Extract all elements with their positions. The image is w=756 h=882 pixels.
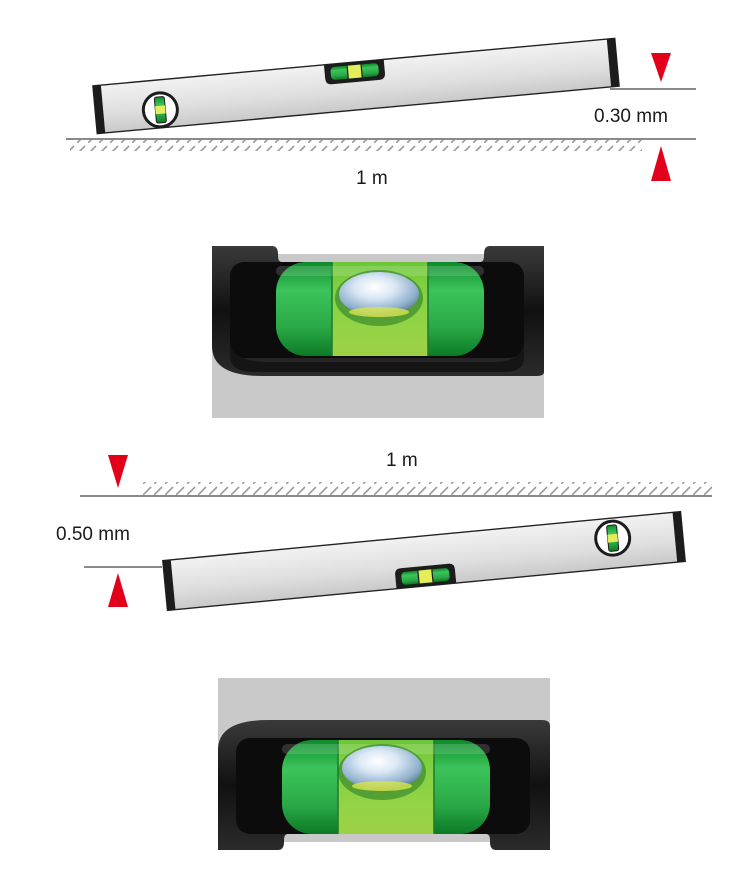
marker-arrow-down [651, 53, 671, 82]
horizontal-vial-window [395, 563, 457, 589]
vertical-vial [594, 519, 632, 557]
height-label-top: 0.30 mm [594, 106, 668, 127]
vial-closeup-bottom [218, 678, 550, 850]
vertical-vial [141, 91, 179, 129]
air-bubble-highlight [339, 272, 419, 316]
height-marker-bottom [84, 455, 162, 607]
distance-label-top: 1 m [356, 168, 388, 189]
diagram-top: 0.30 mm 1 m [66, 37, 696, 189]
vial-closeup-top [212, 246, 544, 418]
vial-closeup-glass-top [276, 262, 484, 356]
end-cap-left [92, 85, 106, 134]
height-label-bottom: 0.50 mm [56, 524, 130, 545]
height-marker-top [610, 53, 696, 181]
marker-arrow-down [108, 455, 128, 488]
marker-arrow-up [108, 573, 128, 607]
air-bubble-highlight [342, 746, 422, 790]
end-cap-left [162, 559, 176, 611]
vial-closeup-glass-bottom [282, 740, 490, 834]
horizontal-vial-window [323, 59, 386, 85]
end-cap-right [606, 38, 620, 87]
ground-surface-top [66, 138, 696, 151]
diagram-bottom: 1 m 0.50 mm [56, 450, 712, 612]
ground-surface-bottom [80, 482, 712, 497]
marker-arrow-up [651, 146, 671, 181]
spirit-level-top [92, 37, 620, 135]
spirit-level-bottom [162, 510, 686, 612]
end-cap-right [672, 511, 686, 563]
distance-label-bottom: 1 m [386, 450, 418, 471]
